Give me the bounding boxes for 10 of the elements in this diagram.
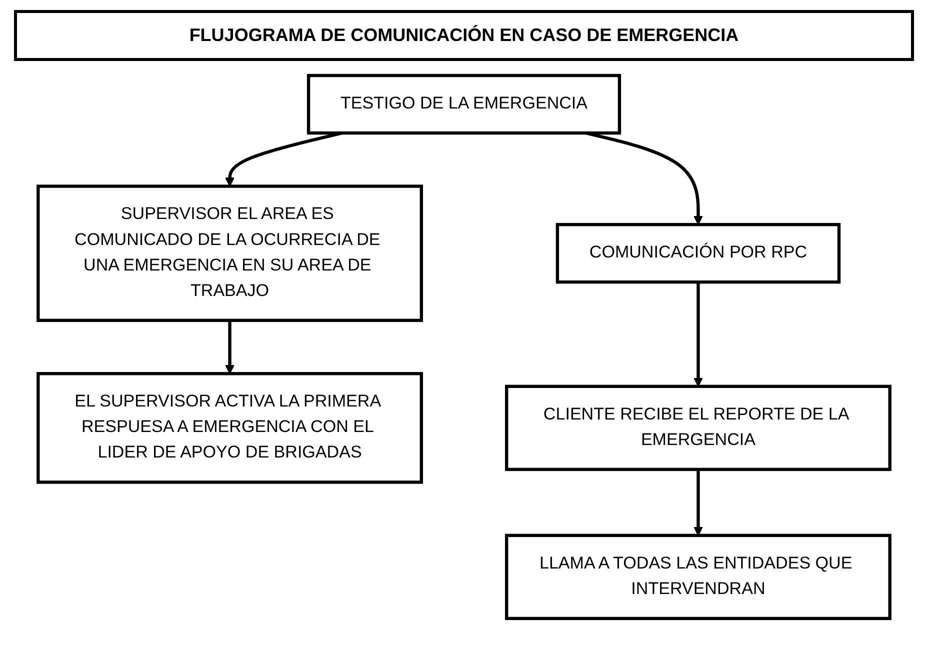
node-box: COMUNICACIÓN POR RPC (556, 222, 841, 284)
node-box: CLIENTE RECIBE EL REPORTE DE LA EMERGENCIA (504, 384, 892, 472)
node-box: SUPERVISOR EL AREA ES COMUNICADO DE LA OCURRECIA DE UNA EMERGENCIA EN SU AREA DE TRABAJO (36, 184, 424, 322)
node-box: EL SUPERVISOR ACTIVA LA PRIMERA RESPUESA A EMERGENCIA CON EL LIDER DE APOYO DE BRIGADAS (36, 372, 424, 484)
arrow (694, 469, 703, 536)
node-box: LLAMA A TODAS LAS ENTIDADES QUE INTERVENDRAN (504, 534, 892, 620)
arrow (225, 320, 234, 374)
node-box: TESTIGO DE LA EMERGENCIA (306, 74, 622, 135)
arrow (694, 282, 703, 387)
title-box: FLUJOGRAMA DE COMUNICACIÓN EN CASO DE EMERGENCIA (14, 10, 914, 61)
